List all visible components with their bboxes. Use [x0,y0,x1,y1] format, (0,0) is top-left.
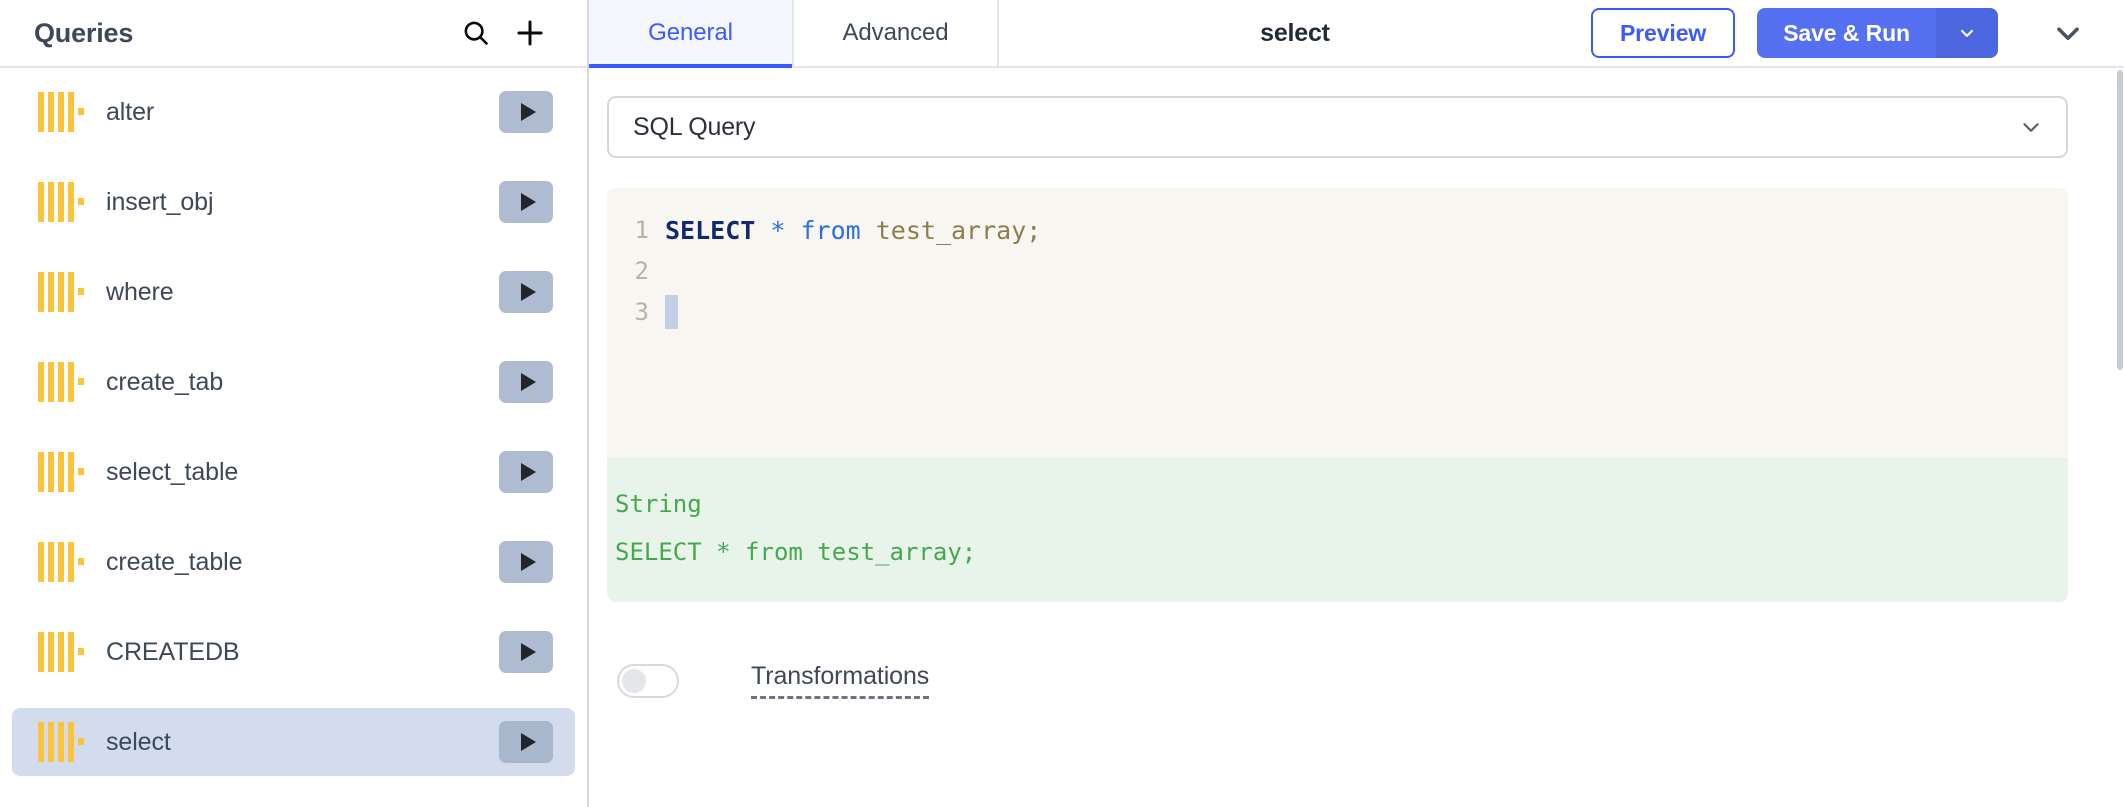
text-cursor [665,295,678,329]
query-barcode-icon [34,540,84,584]
query-type-value: SQL Query [633,112,756,141]
toolbar-actions: Preview Save & Run [1590,0,2124,66]
toolbar-spacer-left [999,0,1260,66]
run-query-button[interactable] [499,181,553,223]
search-button[interactable] [449,6,503,60]
tab-general-label: General [648,19,733,46]
query-item-label: where [106,277,174,306]
page-title: Queries [34,17,134,48]
run-query-button[interactable] [499,361,553,403]
sql-keyword-token: SELECT [665,216,756,245]
toolbar-spacer-right [1330,0,1591,66]
query-item-label: select [106,727,171,756]
scrollbar-thumb[interactable] [2117,70,2123,370]
query-list-item[interactable]: insert_obj [12,168,575,236]
query-list-item[interactable]: create_table [12,528,575,596]
play-icon [520,733,536,751]
vertical-scrollbar[interactable] [2116,70,2124,807]
query-item-label: select_table [106,457,239,486]
query-item-label: CREATEDB [106,637,240,666]
line-number: 1 [634,216,649,244]
detail-toolbar: General Advanced select Preview Save & R… [589,0,2124,68]
result-value: SELECT * from test_array; [615,538,977,566]
tab-general[interactable]: General [589,0,794,68]
run-query-button[interactable] [499,91,553,133]
query-type-select[interactable]: SQL Query [607,96,2068,158]
query-item-label: create_table [106,547,243,576]
plus-icon [513,16,547,50]
sql-identifier-token: test_array; [860,216,1042,245]
query-barcode-icon [34,360,84,404]
save-and-run-button[interactable]: Save & Run [1757,8,1937,58]
result-type-label: String [615,490,702,518]
tab-advanced-label: Advanced [842,19,949,46]
preview-button[interactable]: Preview [1590,8,1736,58]
play-icon [520,463,536,481]
run-query-button[interactable] [499,541,553,583]
detail-body: SQL Query 1 SELECT * from test_array; 2 [589,68,2124,807]
play-icon [520,373,536,391]
play-icon [520,103,536,121]
sql-from-token: from [800,216,861,245]
run-query-button[interactable] [499,271,553,313]
play-icon [520,283,536,301]
sql-code-editor[interactable]: 1 SELECT * from test_array; 2 3 [607,188,2068,458]
query-item-label: insert_obj [106,187,214,216]
sql-star-token: * [755,216,801,245]
run-query-button[interactable] [499,721,553,763]
code-line-content: SELECT * from test_array; [665,210,1041,251]
code-line: 3 [607,292,2068,333]
query-result-preview: String SELECT * from test_array; [607,458,2068,602]
run-query-button[interactable] [499,451,553,493]
play-icon [520,193,536,211]
play-icon [520,553,536,571]
query-barcode-icon [34,270,84,314]
query-item-label: create_tab [106,367,224,396]
save-and-run-split-button[interactable]: Save & Run [1757,8,1999,58]
code-line: 1 SELECT * from test_array; [607,210,2068,251]
chevron-down-icon [2050,15,2086,51]
query-detail-panel: General Advanced select Preview Save & R… [589,0,2124,807]
line-number: 3 [634,298,649,326]
search-icon [461,18,491,48]
chevron-down-icon [2018,114,2044,140]
chevron-down-icon [1957,23,1977,43]
query-barcode-icon [34,90,84,134]
tab-advanced[interactable]: Advanced [794,0,999,66]
save-and-run-dropdown-button[interactable] [1936,8,1999,58]
query-list-item[interactable]: CREATEDB [12,618,575,686]
code-line-content [665,292,678,333]
query-barcode-icon [34,180,84,224]
play-icon [520,643,536,661]
query-list-item[interactable]: alter [12,78,575,146]
collapse-panel-button[interactable] [2038,3,2098,63]
run-query-button[interactable] [499,631,553,673]
query-list-item[interactable]: select_table [12,438,575,506]
query-barcode-icon [34,450,84,494]
query-list-item[interactable]: select [12,708,575,776]
transformations-toggle[interactable] [617,663,679,698]
sidebar-header: Queries [0,0,587,68]
query-list-item[interactable]: where [12,258,575,326]
query-barcode-icon [34,630,84,674]
query-barcode-icon [34,720,84,764]
toggle-knob [622,668,646,693]
query-list-item[interactable]: create_tab [12,348,575,416]
transformations-label[interactable]: Transformations [751,662,929,699]
add-query-button[interactable] [503,6,557,60]
query-item-label: alter [106,97,155,126]
transformations-row: Transformations [607,662,2098,699]
line-number: 2 [634,257,649,285]
query-name-title: select [1260,18,1330,47]
code-line: 2 [607,251,2068,292]
